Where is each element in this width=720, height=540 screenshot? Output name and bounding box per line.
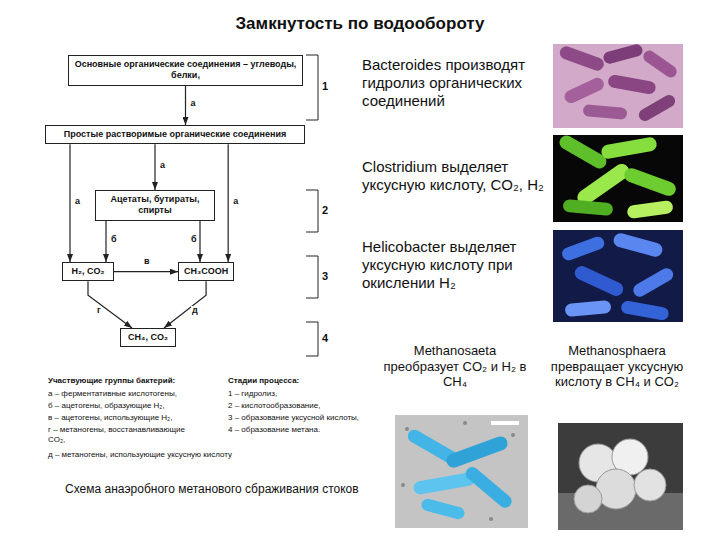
flow-arrow [185,86,186,126]
flow-arrow [114,271,178,272]
edge-label: а [74,197,81,207]
box-text: CH₃COOH [184,266,228,277]
flow-arrow [88,281,132,328]
flow-arrow [105,221,106,263]
box-text: Основные органические соединения – углев… [74,59,297,82]
box-text: H₂, CO₂ [68,266,108,277]
edge-label: б [110,235,118,245]
legend-item: в – ацетогены, использующие H₂, [48,413,172,423]
edge-label: а [159,161,166,171]
photo-caption: Methanosphaera превращает уксусную кисло… [542,343,692,390]
bacteria-note: Clostridium выделяет уксусную кислоту, C… [362,158,547,194]
edge-label: в [143,257,151,267]
clostridium-photo [553,133,683,222]
photo-caption: Methanosaeta преобразует CO₂ и H₂ в CH₄ [380,343,530,390]
process-box: CH₄, CO₂ [120,328,176,347]
legend-heading: Участвующие группы бактерий: [48,376,175,386]
legend-item: г – метаногены, восстанавливающие CO₂, [48,425,198,445]
stage-number: 4 [322,332,328,346]
bacteria-note: Helicobacter выделяет уксусную кислоту п… [362,238,547,292]
legend-item: 2 – кислотообразование, [228,401,320,411]
edge-label: д [191,306,199,316]
box-text: Ацетаты, бутираты, спирты [101,194,209,217]
process-box: CH₃COOH [178,262,234,281]
edge-label: б [190,235,198,245]
helicobacter-photo [553,230,683,322]
figure-caption: Схема анаэробного метанового сбраживания… [65,482,359,496]
legend-item: д – метаногены, использующие уксусную ки… [48,450,232,460]
slide-title: Замкнутость по водообороту [0,14,720,34]
methanosphaera-photo [558,423,683,530]
flow-arrow [164,281,206,328]
stage-brackets [306,55,318,356]
flow-arrow [69,144,70,262]
box-text: Простые растворимые органические соедине… [51,129,299,140]
legend-heading: Стадии процесса: [228,376,299,386]
box-text: CH₄, CO₂ [126,332,170,343]
process-box: H₂, CO₂ [62,262,114,281]
edge-label: г [96,306,102,316]
legend-item: а – ферментативные кислотогены, [48,389,177,399]
edge-label: а [232,197,239,207]
stage-number: 1 [322,80,328,94]
stage-number: 2 [322,204,328,218]
legend-item: 3 – образование уксусной кислоты, [228,413,359,423]
stage-number: 3 [322,270,328,284]
legend-item: 1 – гидролиз, [228,389,277,399]
flow-arrow [154,144,155,190]
process-box: Основные органические соединения – углев… [68,55,303,86]
legend-item: б – ацетогены, образующие H₂, [48,401,165,411]
process-box: Ацетаты, бутираты, спирты [95,190,215,221]
bacteroides-photo [553,43,683,128]
flow-arrow [228,144,229,262]
flow-arrow [199,221,200,263]
process-box: Простые растворимые органические соедине… [45,125,305,144]
methanosaeta-photo [395,415,528,528]
edge-label: а [190,99,197,109]
legend-item: 4 – образование метана. [228,425,320,435]
bacteria-note: Bacteroides производят гидролиз органиче… [362,56,547,110]
